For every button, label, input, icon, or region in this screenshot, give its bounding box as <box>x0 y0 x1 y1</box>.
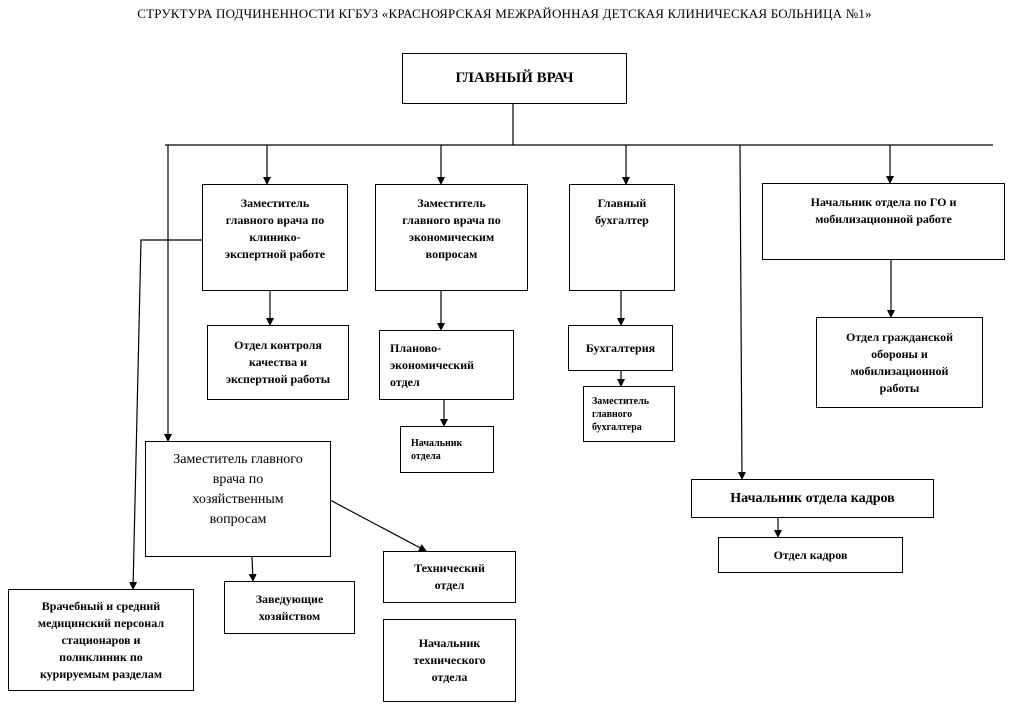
quality-dept-box: Отдел контроля качества и экспертной раб… <box>207 325 349 400</box>
arrow-to-hr-head <box>737 144 746 480</box>
quality-dept-label: Отдел контроля качества и экспертной раб… <box>225 338 331 386</box>
medical-staff-box: Врачебный и средний медицинский персонал… <box>8 589 194 691</box>
planning-dept-box: Планово- экономический отдел <box>379 330 514 400</box>
deputy-household-box: Заместитель главного врача по хозяйствен… <box>145 441 331 557</box>
planning-head-label: Начальник отдела <box>411 437 463 462</box>
accounting-box: Бухгалтерия <box>568 325 673 371</box>
hr-head-label: Начальник отдела кадров <box>730 491 895 506</box>
household-manager-label: Заведующие хозяйством <box>255 591 324 623</box>
chart-title: СТРУКТУРА ПОДЧИНЕННОСТИ КГБУЗ «КРАСНОЯРС… <box>137 6 872 21</box>
go-head-box: Начальник отдела по ГО и мобилизационной… <box>762 183 1005 260</box>
deputy-clinical-box: Заместитель главного врача по клинико- э… <box>202 184 348 291</box>
planning-head-box: Начальник отдела <box>400 426 494 473</box>
technical-dept-box: Технический отдел <box>383 551 516 603</box>
medical-staff-label: Врачебный и средний медицинский персонал… <box>37 598 165 681</box>
deputy-household-label: Заместитель главного врача по хозяйствен… <box>173 452 303 527</box>
chief-accountant-box: Главный бухгалтер <box>569 184 675 291</box>
technical-dept-label: Технический отдел <box>414 561 485 592</box>
arrow-to-medical-staff <box>129 239 203 590</box>
deputy-clinical-label: Заместитель главного врача по клинико- э… <box>224 196 326 261</box>
arrow-to-technical-dept <box>329 499 427 552</box>
deputy-economic-box: Заместитель главного врача по экономичес… <box>375 184 528 291</box>
tech-head-label: Начальник технического отдела <box>413 636 486 684</box>
chief-accountant-label: Главный бухгалтер <box>595 196 649 227</box>
deputy-accountant-box: Заместитель главного бухгалтера <box>583 386 675 442</box>
civil-defense-label: Отдел гражданской обороны и мобилизацион… <box>845 329 953 395</box>
household-manager-box: Заведующие хозяйством <box>224 581 355 634</box>
hr-dept-box: Отдел кадров <box>718 537 903 573</box>
civil-defense-box: Отдел гражданской обороны и мобилизацион… <box>816 317 983 408</box>
planning-dept-label: Планово- экономический отдел <box>390 340 475 389</box>
accounting-label: Бухгалтерия <box>585 340 656 355</box>
deputy-accountant-label: Заместитель главного бухгалтера <box>592 395 650 433</box>
chief-physician-box: ГЛАВНЫЙ ВРАЧ <box>402 53 627 104</box>
tech-head-box: Начальник технического отдела <box>383 619 516 702</box>
chief-physician-label: ГЛАВНЫЙ ВРАЧ <box>455 70 574 86</box>
deputy-economic-label: Заместитель главного врача по экономичес… <box>402 196 501 261</box>
hr-dept-label: Отдел кадров <box>773 547 848 562</box>
hr-head-box: Начальник отдела кадров <box>691 479 934 518</box>
arrow-to-household-manager <box>248 556 257 582</box>
go-head-label: Начальник отдела по ГО и мобилизационной… <box>810 195 957 226</box>
